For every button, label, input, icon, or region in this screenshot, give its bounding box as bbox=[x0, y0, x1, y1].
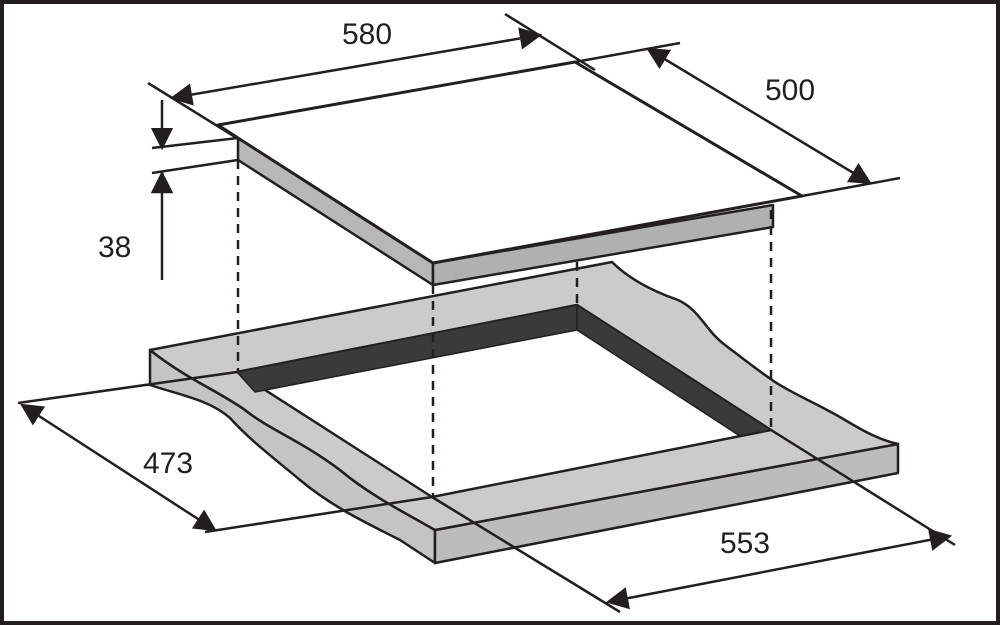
hob-front-edge bbox=[431, 203, 775, 287]
label-553: 553 bbox=[720, 527, 770, 560]
projection-lines bbox=[236, 160, 773, 497]
label-580: 580 bbox=[342, 18, 392, 51]
label-473: 473 bbox=[143, 447, 193, 480]
dimension-500 bbox=[574, 41, 901, 198]
dimension-38 bbox=[150, 100, 239, 280]
label-38: 38 bbox=[98, 231, 131, 264]
countertop bbox=[148, 260, 900, 565]
label-500: 500 bbox=[765, 74, 815, 107]
cutout-right-wall bbox=[576, 304, 772, 437]
dimension-473 bbox=[17, 370, 433, 534]
dimension-553 bbox=[431, 428, 956, 614]
